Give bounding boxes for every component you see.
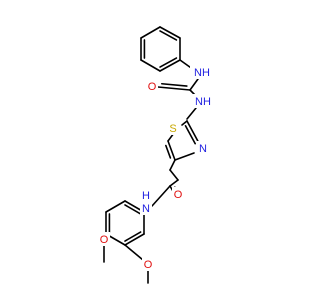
- thiazole-nitrogen-label: N: [199, 143, 207, 155]
- bond: [157, 86, 191, 91]
- bond: [159, 57, 178, 68]
- methoxy-oxygen-1-label: O: [100, 234, 109, 246]
- bond: [181, 120, 188, 126]
- bond: [105, 200, 126, 213]
- bond-layer: [103, 26, 201, 284]
- thiazole-sulfur-label: S: [169, 123, 176, 135]
- bond: [124, 231, 142, 242]
- amide-nitrogen-label: N: [142, 203, 150, 215]
- bond: [165, 144, 172, 159]
- urea-oxygen-label: O: [148, 81, 157, 93]
- bond: [124, 204, 142, 215]
- bond: [151, 185, 171, 207]
- bond: [124, 233, 145, 246]
- bond: [124, 244, 144, 261]
- atom-label-layer: NH O NH S N O H N O O: [98, 65, 215, 271]
- amide-oxygen-label: O: [174, 189, 183, 201]
- bond: [167, 140, 176, 161]
- molecule-diagram: NH O NH S N O H N O O: [98, 26, 215, 284]
- methoxy-oxygen-2-label: O: [144, 259, 153, 271]
- bond: [159, 59, 181, 72]
- bond: [174, 152, 195, 161]
- bond: [184, 124, 196, 145]
- nh-thiazole-label: NH: [195, 96, 211, 108]
- bond: [186, 107, 197, 120]
- bond: [169, 179, 179, 187]
- amide-hydrogen-label: H: [142, 190, 150, 202]
- bond: [169, 159, 176, 171]
- bond: [140, 59, 161, 72]
- bond: [169, 169, 179, 181]
- nh-phenyl-label: NH: [194, 67, 210, 79]
- bond: [161, 82, 188, 87]
- bond: [159, 30, 178, 41]
- bond: [189, 78, 199, 91]
- bond: [159, 26, 181, 39]
- bond: [140, 26, 161, 39]
